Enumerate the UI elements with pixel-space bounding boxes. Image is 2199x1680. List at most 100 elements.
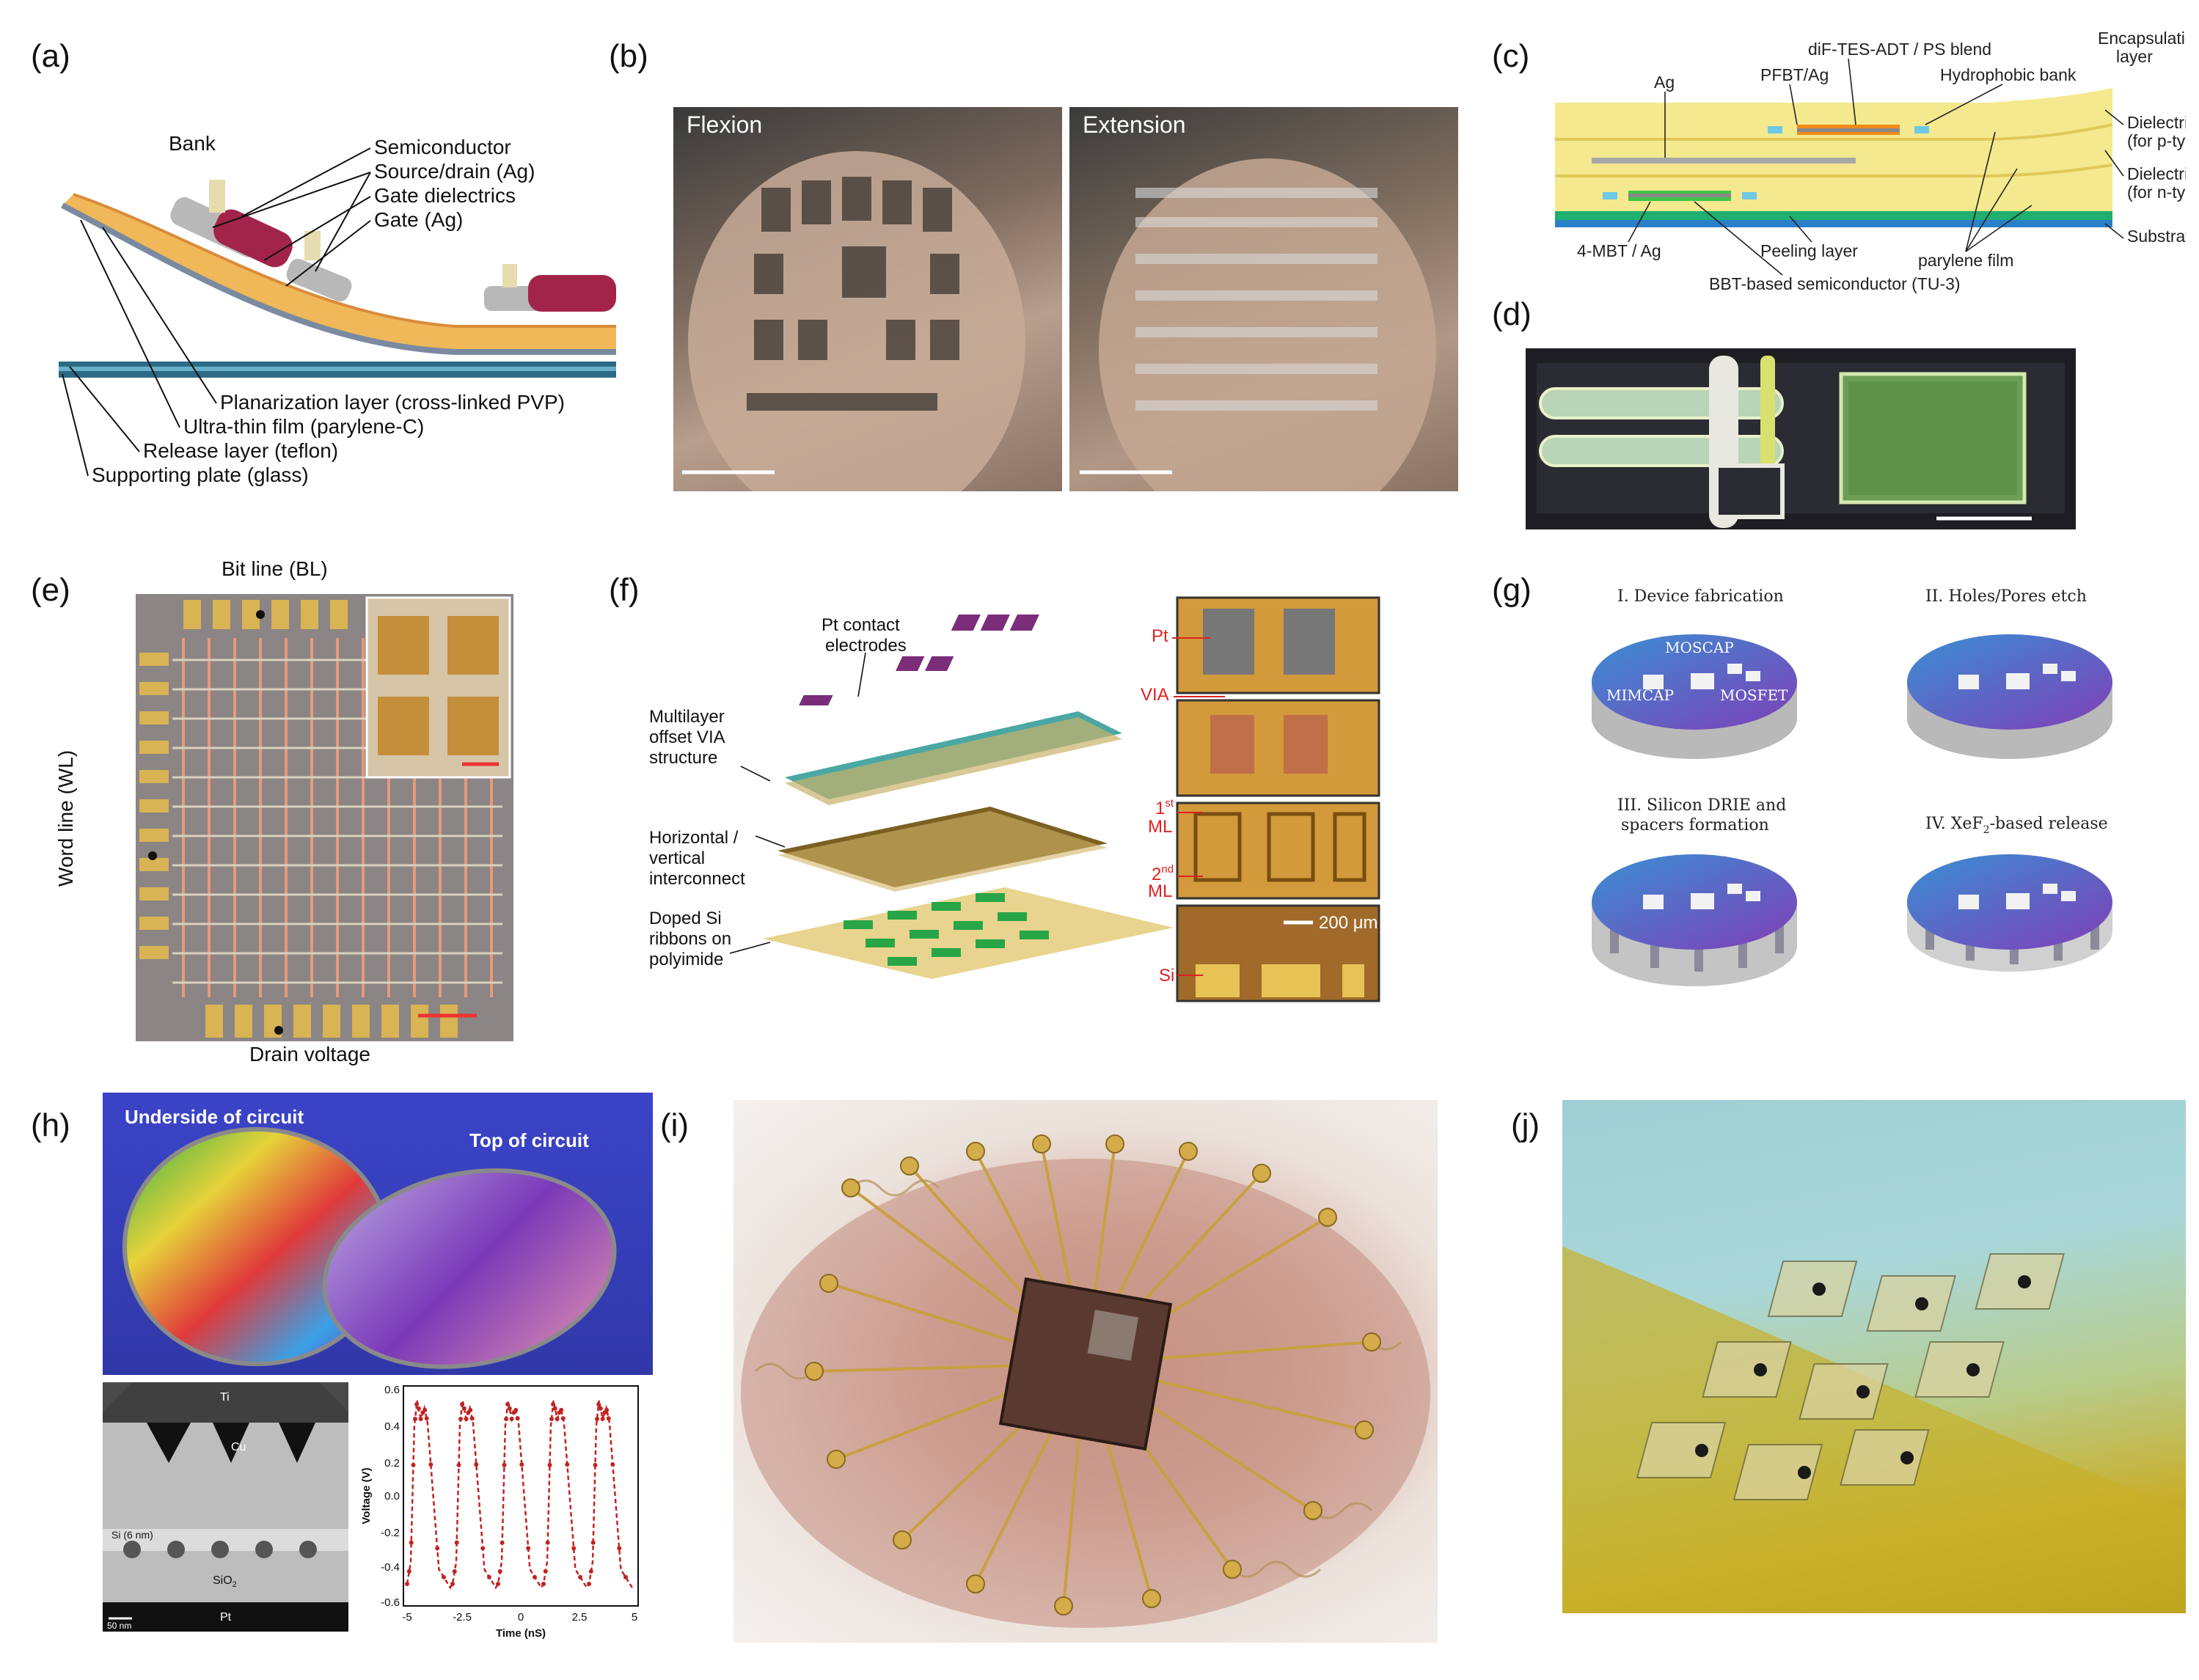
- peeling-layer: [1555, 211, 2112, 220]
- voltage-point: [587, 1582, 591, 1586]
- voltage-point: [487, 1574, 491, 1580]
- label-step3-1: III. Silicon DRIE and: [1617, 796, 1786, 815]
- voltage-point: [497, 1569, 502, 1574]
- label-horizontal-2: vertical: [649, 848, 705, 868]
- voltage-point: [474, 1462, 479, 1467]
- panel-h-voltage-plot: 0.6 0.4 0.2 0.0 -0.2 -0.4 -0.6 -5 -2.5 0…: [360, 1384, 639, 1640]
- bank-left: [209, 180, 225, 213]
- label-release: Release layer (teflon): [143, 439, 338, 462]
- voltage-point: [551, 1402, 556, 1406]
- panel-label-j: (j): [1511, 1107, 1540, 1143]
- label-doped-2: ribbons on: [649, 929, 731, 949]
- wafer-top: [322, 1168, 617, 1369]
- label-step4-sub: 2: [1983, 824, 1990, 836]
- chip-die: [998, 1277, 1173, 1451]
- label-doped-1: Doped Si: [649, 909, 722, 928]
- panel-i-skin-chip-photo: [733, 1100, 1438, 1643]
- label-sio2: SiO: [213, 1574, 233, 1587]
- label-gate-dielectrics: Gate dielectrics: [374, 184, 516, 207]
- label-dielectric-n-1: Dielectric: [2127, 164, 2186, 183]
- label-bank: Bank: [169, 132, 216, 155]
- label-si: Si: [1159, 966, 1174, 986]
- voltage-point: [593, 1462, 598, 1467]
- panel-label-e: (e): [31, 572, 70, 608]
- panel-label-c: (c): [1492, 38, 1530, 74]
- label-planarization: Planarization layer (cross-linked PVP): [220, 391, 565, 414]
- plot-frame: [403, 1385, 639, 1607]
- label-cu: Cu: [231, 1441, 246, 1453]
- voltage-point: [604, 1407, 610, 1412]
- label-pt-contact-1: Pt contact: [822, 615, 900, 635]
- label-peeling: Peeling layer: [1760, 241, 1858, 260]
- voltage-point: [623, 1574, 628, 1580]
- ytick-2: 0.2: [384, 1457, 400, 1470]
- voltage-point: [406, 1569, 411, 1574]
- voltage-point: [555, 1417, 560, 1421]
- voltage-point: [460, 1402, 465, 1406]
- label-bit-line: Bit line (BL): [222, 557, 328, 580]
- ytick-3: 0.0: [384, 1490, 400, 1503]
- voltage-point: [571, 1546, 577, 1551]
- voltage-point: [610, 1462, 615, 1467]
- voltage-point: [469, 1416, 475, 1421]
- label-ti: Ti: [220, 1391, 230, 1404]
- label-substrate: Substrate: [2127, 227, 2186, 246]
- xtick-2: 0: [518, 1611, 524, 1624]
- xtick-4: 5: [632, 1611, 637, 1624]
- panel-label-g: (g): [1492, 572, 1532, 608]
- panel-h-tem-image: Ti Cu Si (6 nm) SiO2 Pt 50 nm: [103, 1382, 348, 1632]
- voltage-point: [422, 1407, 428, 1412]
- voltage-point: [541, 1582, 546, 1586]
- panel-c-cross-section: diF-TES-ADT / PS blend Encapsulation lay…: [1555, 29, 2186, 293]
- voltage-point: [600, 1417, 605, 1421]
- panel-j-flexible-array-photo: [1562, 1100, 2186, 1613]
- voltage-point: [598, 1406, 603, 1411]
- panel-e-memory-array: [103, 594, 557, 1049]
- voltage-point: [424, 1416, 429, 1421]
- voltage-point: [565, 1462, 570, 1467]
- label-pt: Pt: [1152, 626, 1168, 646]
- label-doped-3: polyimide: [649, 950, 723, 969]
- voltage-point: [578, 1574, 582, 1580]
- xtick-0: -5: [402, 1611, 411, 1624]
- panel-a-tft-diagram: Bank Semiconductor Source/drain (Ag) Gat…: [59, 132, 616, 486]
- label-supporting: Supporting plate (glass): [92, 463, 309, 486]
- label-ml1-sup: st: [1165, 797, 1174, 810]
- voltage-point: [543, 1569, 548, 1574]
- doped-si-layer: [763, 887, 1174, 979]
- label-pt-contact-2: electrodes: [825, 636, 907, 656]
- label-ml2: ML: [1148, 881, 1172, 901]
- disk-step1: MOSCAP MIMCAP MOSFET: [1592, 634, 1797, 759]
- voltage-point: [454, 1540, 459, 1545]
- voltage-point: [596, 1402, 601, 1406]
- substrate-layer: [1555, 220, 2112, 227]
- panel-label-a: (a): [31, 38, 70, 74]
- voltage-point: [513, 1407, 519, 1412]
- voltage-point: [509, 1417, 514, 1421]
- voltage-point: [461, 1406, 466, 1411]
- voltage-point: [502, 1462, 507, 1467]
- dielectric-stack: [1555, 88, 2112, 213]
- voltage-point: [545, 1540, 550, 1545]
- voltage-point: [515, 1416, 520, 1421]
- voltage-point: [428, 1462, 433, 1467]
- label-encapsulation-2: layer: [2116, 47, 2153, 66]
- panel-label-h: (h): [31, 1107, 70, 1143]
- label-dielectric-p-2: (for p-type): [2127, 131, 2186, 150]
- label-pt-tem: Pt: [220, 1611, 232, 1624]
- panel-label-d: (d): [1492, 296, 1532, 332]
- voltage-point: [452, 1569, 457, 1574]
- voltage-point: [464, 1417, 469, 1421]
- label-si-6nm: Si (6 nm): [111, 1529, 153, 1541]
- label-multilayer-2: offset VIA: [649, 727, 725, 747]
- panel-f-exploded-stack: Pt contact electrodes Multilayer offset …: [649, 596, 1380, 1002]
- semiconductor-block: [213, 209, 293, 268]
- label-multilayer-3: structure: [649, 748, 717, 768]
- voltage-point: [458, 1417, 463, 1421]
- voltage-point: [507, 1406, 512, 1411]
- label-word-line: Word line (WL): [54, 749, 77, 887]
- voltage-point: [559, 1407, 564, 1412]
- disk-step3: [1592, 854, 1797, 986]
- xtick-1: -2.5: [453, 1611, 472, 1624]
- voltage-point: [456, 1462, 461, 1467]
